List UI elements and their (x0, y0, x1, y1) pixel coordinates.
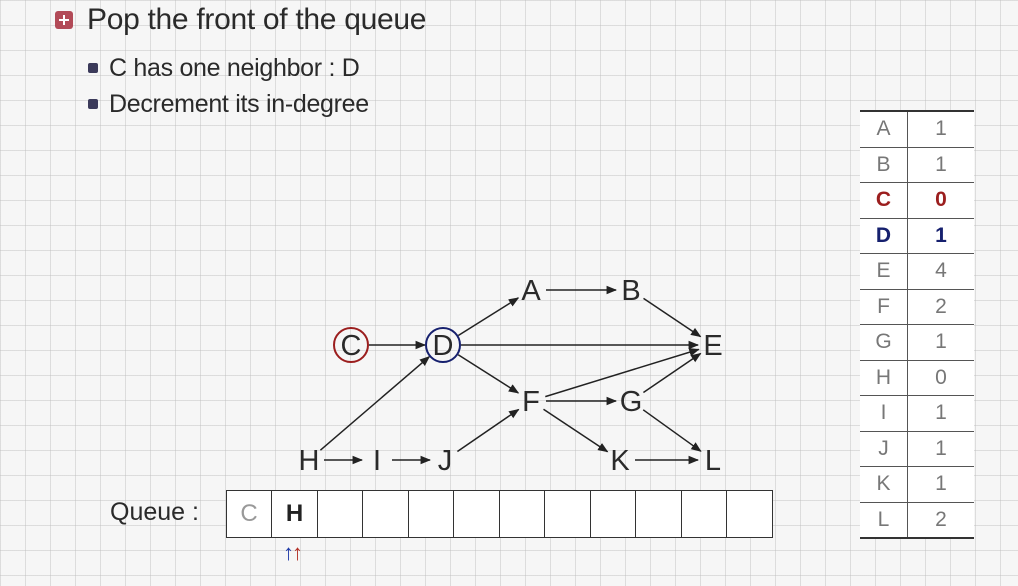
queue-cell: C (225, 490, 273, 538)
bullet-icon (88, 63, 98, 73)
graph-node-a: A (521, 275, 541, 307)
queue-cell (726, 490, 773, 538)
queue-cell (635, 490, 682, 538)
front-pointer-arrow-icon: ↑ (283, 540, 294, 565)
edge-g-l (642, 409, 702, 452)
indegree-value-cell: 2 (907, 288, 974, 325)
back-pointer-arrow-icon: ↑ (292, 540, 303, 565)
node-name-cell: D (860, 217, 908, 254)
graph-node-l: L (705, 445, 721, 477)
indegree-value-cell: 1 (907, 430, 974, 467)
indegree-value-cell: 1 (907, 395, 974, 431)
node-name-cell: G (860, 324, 908, 360)
node-name-cell: A (860, 111, 908, 147)
queue-label: Queue : (110, 498, 199, 526)
current-node-ring (333, 327, 369, 363)
bullet-text: Decrement its in-degree (109, 89, 369, 118)
indegree-value-cell: 0 (907, 182, 974, 218)
indegree-value-cell: 1 (907, 217, 974, 254)
node-name-cell: I (860, 395, 908, 431)
node-name-cell: H (860, 359, 908, 396)
graph-node-f: F (522, 386, 540, 418)
graph-node-h: H (299, 445, 320, 477)
queue-cell (589, 490, 637, 538)
edge-g-e (642, 352, 702, 394)
queue-cell (407, 490, 455, 538)
indegree-value-cell: 1 (907, 466, 974, 502)
node-name-cell: K (860, 466, 908, 502)
indegree-value-cell: 0 (907, 359, 974, 396)
edge-f-k (543, 408, 609, 453)
bullet-text: C has one neighbor : D (109, 53, 360, 82)
queue-cell (544, 490, 591, 538)
graph-node-e: E (703, 330, 722, 362)
neighbor-node-ring (425, 327, 461, 363)
graph-node-k: K (610, 445, 630, 477)
edge-f-e (545, 348, 700, 398)
node-name-cell: B (860, 146, 908, 183)
node-name-cell: C (860, 182, 908, 218)
edge-d-f (457, 354, 520, 394)
indegree-value-cell: 4 (907, 253, 974, 289)
indegree-value-cell: 2 (907, 501, 974, 538)
node-name-cell: L (860, 501, 908, 538)
edge-d-a (457, 297, 520, 337)
graph-node-b: B (621, 275, 640, 307)
queue-cell (362, 490, 409, 538)
bullet-icon (88, 99, 98, 109)
graph-node-j: J (438, 445, 453, 477)
queue-cell (680, 490, 728, 538)
plus-icon (55, 11, 73, 29)
slide-title: Pop the front of the queue (55, 0, 426, 40)
queue-pointers: ↑↑ (283, 540, 303, 566)
indegree-value-cell: 1 (935, 117, 947, 141)
node-name-cell: J (860, 430, 908, 467)
queue-cell (316, 490, 364, 538)
graph-node-i: I (373, 445, 381, 477)
graph-node-g: G (620, 386, 643, 418)
graph-node-d: D (433, 330, 454, 362)
edge-b-e (643, 297, 702, 338)
bullet-item: C has one neighbor : D (88, 52, 360, 84)
queue-cell (498, 490, 546, 538)
queue-cell: H (271, 490, 318, 538)
bullet-item: Decrement its in-degree (88, 88, 369, 120)
graph-node-c: C (341, 330, 362, 362)
node-name-cell: E (860, 253, 908, 289)
slide-title-text: Pop the front of the queue (87, 3, 427, 36)
indegree-value-cell: 1 (907, 324, 974, 360)
node-name-cell: F (860, 288, 908, 325)
indegree-value-cell: 1 (907, 146, 974, 183)
edge-j-f (456, 408, 520, 453)
queue-cell (453, 490, 500, 538)
edge-h-d (319, 356, 431, 451)
